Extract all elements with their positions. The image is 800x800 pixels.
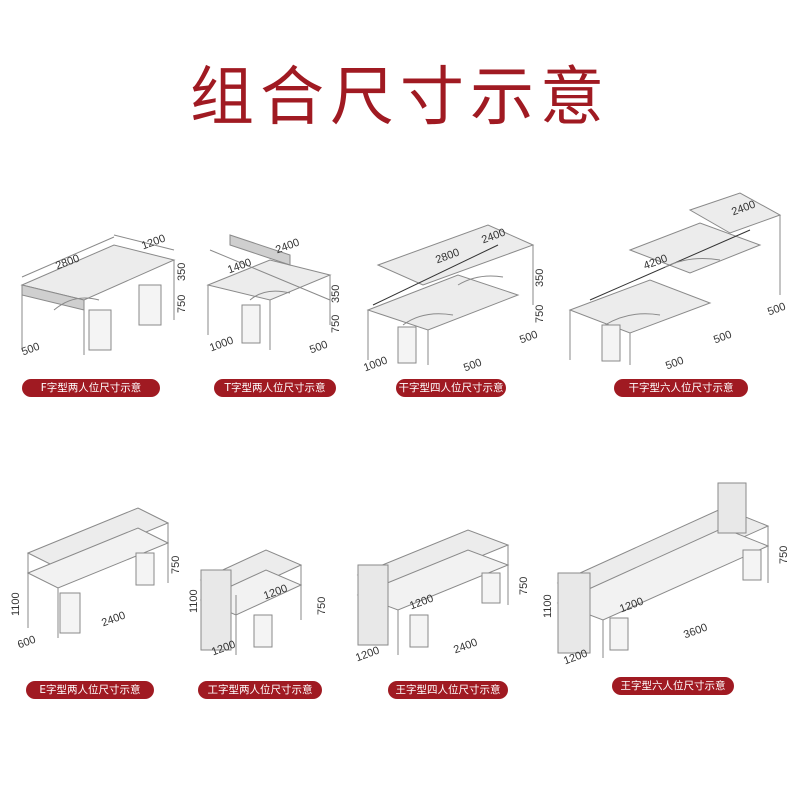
label-t-two-seat: T字型两人位尺寸示意	[214, 379, 336, 397]
dim-desk-height: 750	[534, 304, 546, 323]
diagram-f-two-seat: 2800 1200 350 750 500	[14, 215, 194, 365]
desk-drawing	[366, 224, 535, 365]
diagram-wang-four-seat: 750 1200 2400 1200	[348, 515, 538, 665]
dim-screen-height: 1100	[10, 592, 22, 616]
diagram-wang-six-seat: 750 1100 1200 3600 1200	[538, 478, 790, 668]
diagram-gong-two-seat: 1100 1200 750 1200	[186, 535, 336, 665]
desk-drawing	[20, 234, 176, 355]
dim-desk-height: 750	[316, 596, 328, 615]
desk-drawing	[26, 507, 170, 638]
label-f-two-seat: F字型两人位尺寸示意	[22, 379, 160, 397]
label-gan-six-seat: 干字型六人位尺寸示意	[614, 379, 748, 397]
dim-desk-height: 750	[778, 545, 790, 564]
diagram-gan-six-seat: 2400 4200 500 500 500	[560, 185, 790, 375]
label-wang-six-seat: 王字型六人位尺寸示意	[612, 677, 734, 695]
dim-screen-height: 350	[534, 268, 546, 287]
dim-screen-height: 1100	[188, 589, 200, 613]
desk-drawing	[568, 192, 782, 365]
desk-drawing	[206, 234, 332, 350]
label-e-two-seat: E字型两人位尺寸示意	[26, 681, 154, 699]
diagram-gan-four-seat: 2400 2800 350 750 1000 500 500	[358, 215, 548, 375]
dim-desk-height: 750	[170, 555, 182, 574]
label-gong-two-seat: 工字型两人位尺寸示意	[198, 681, 322, 699]
desk-drawing	[356, 529, 510, 655]
diagram-t-two-seat: 2400 1400 350 750 1000 500	[200, 215, 350, 365]
label-wang-four-seat: 王字型四人位尺寸示意	[388, 681, 508, 699]
dim-screen-height: 350	[176, 262, 188, 281]
desk-drawing	[556, 482, 770, 658]
dim-screen-height: 350	[330, 284, 342, 303]
dim-desk-height: 750	[330, 314, 342, 333]
dim-screen-height: 1100	[542, 594, 554, 618]
page-title: 组合尺寸示意	[190, 61, 610, 135]
dim-desk-height: 750	[518, 576, 530, 595]
dim-desk-height: 750	[176, 294, 188, 313]
label-gan-four-seat: 干字型四人位尺寸示意	[396, 379, 506, 397]
desk-drawing	[199, 549, 303, 655]
diagram-e-two-seat: 750 1100 2400 600	[8, 498, 188, 658]
